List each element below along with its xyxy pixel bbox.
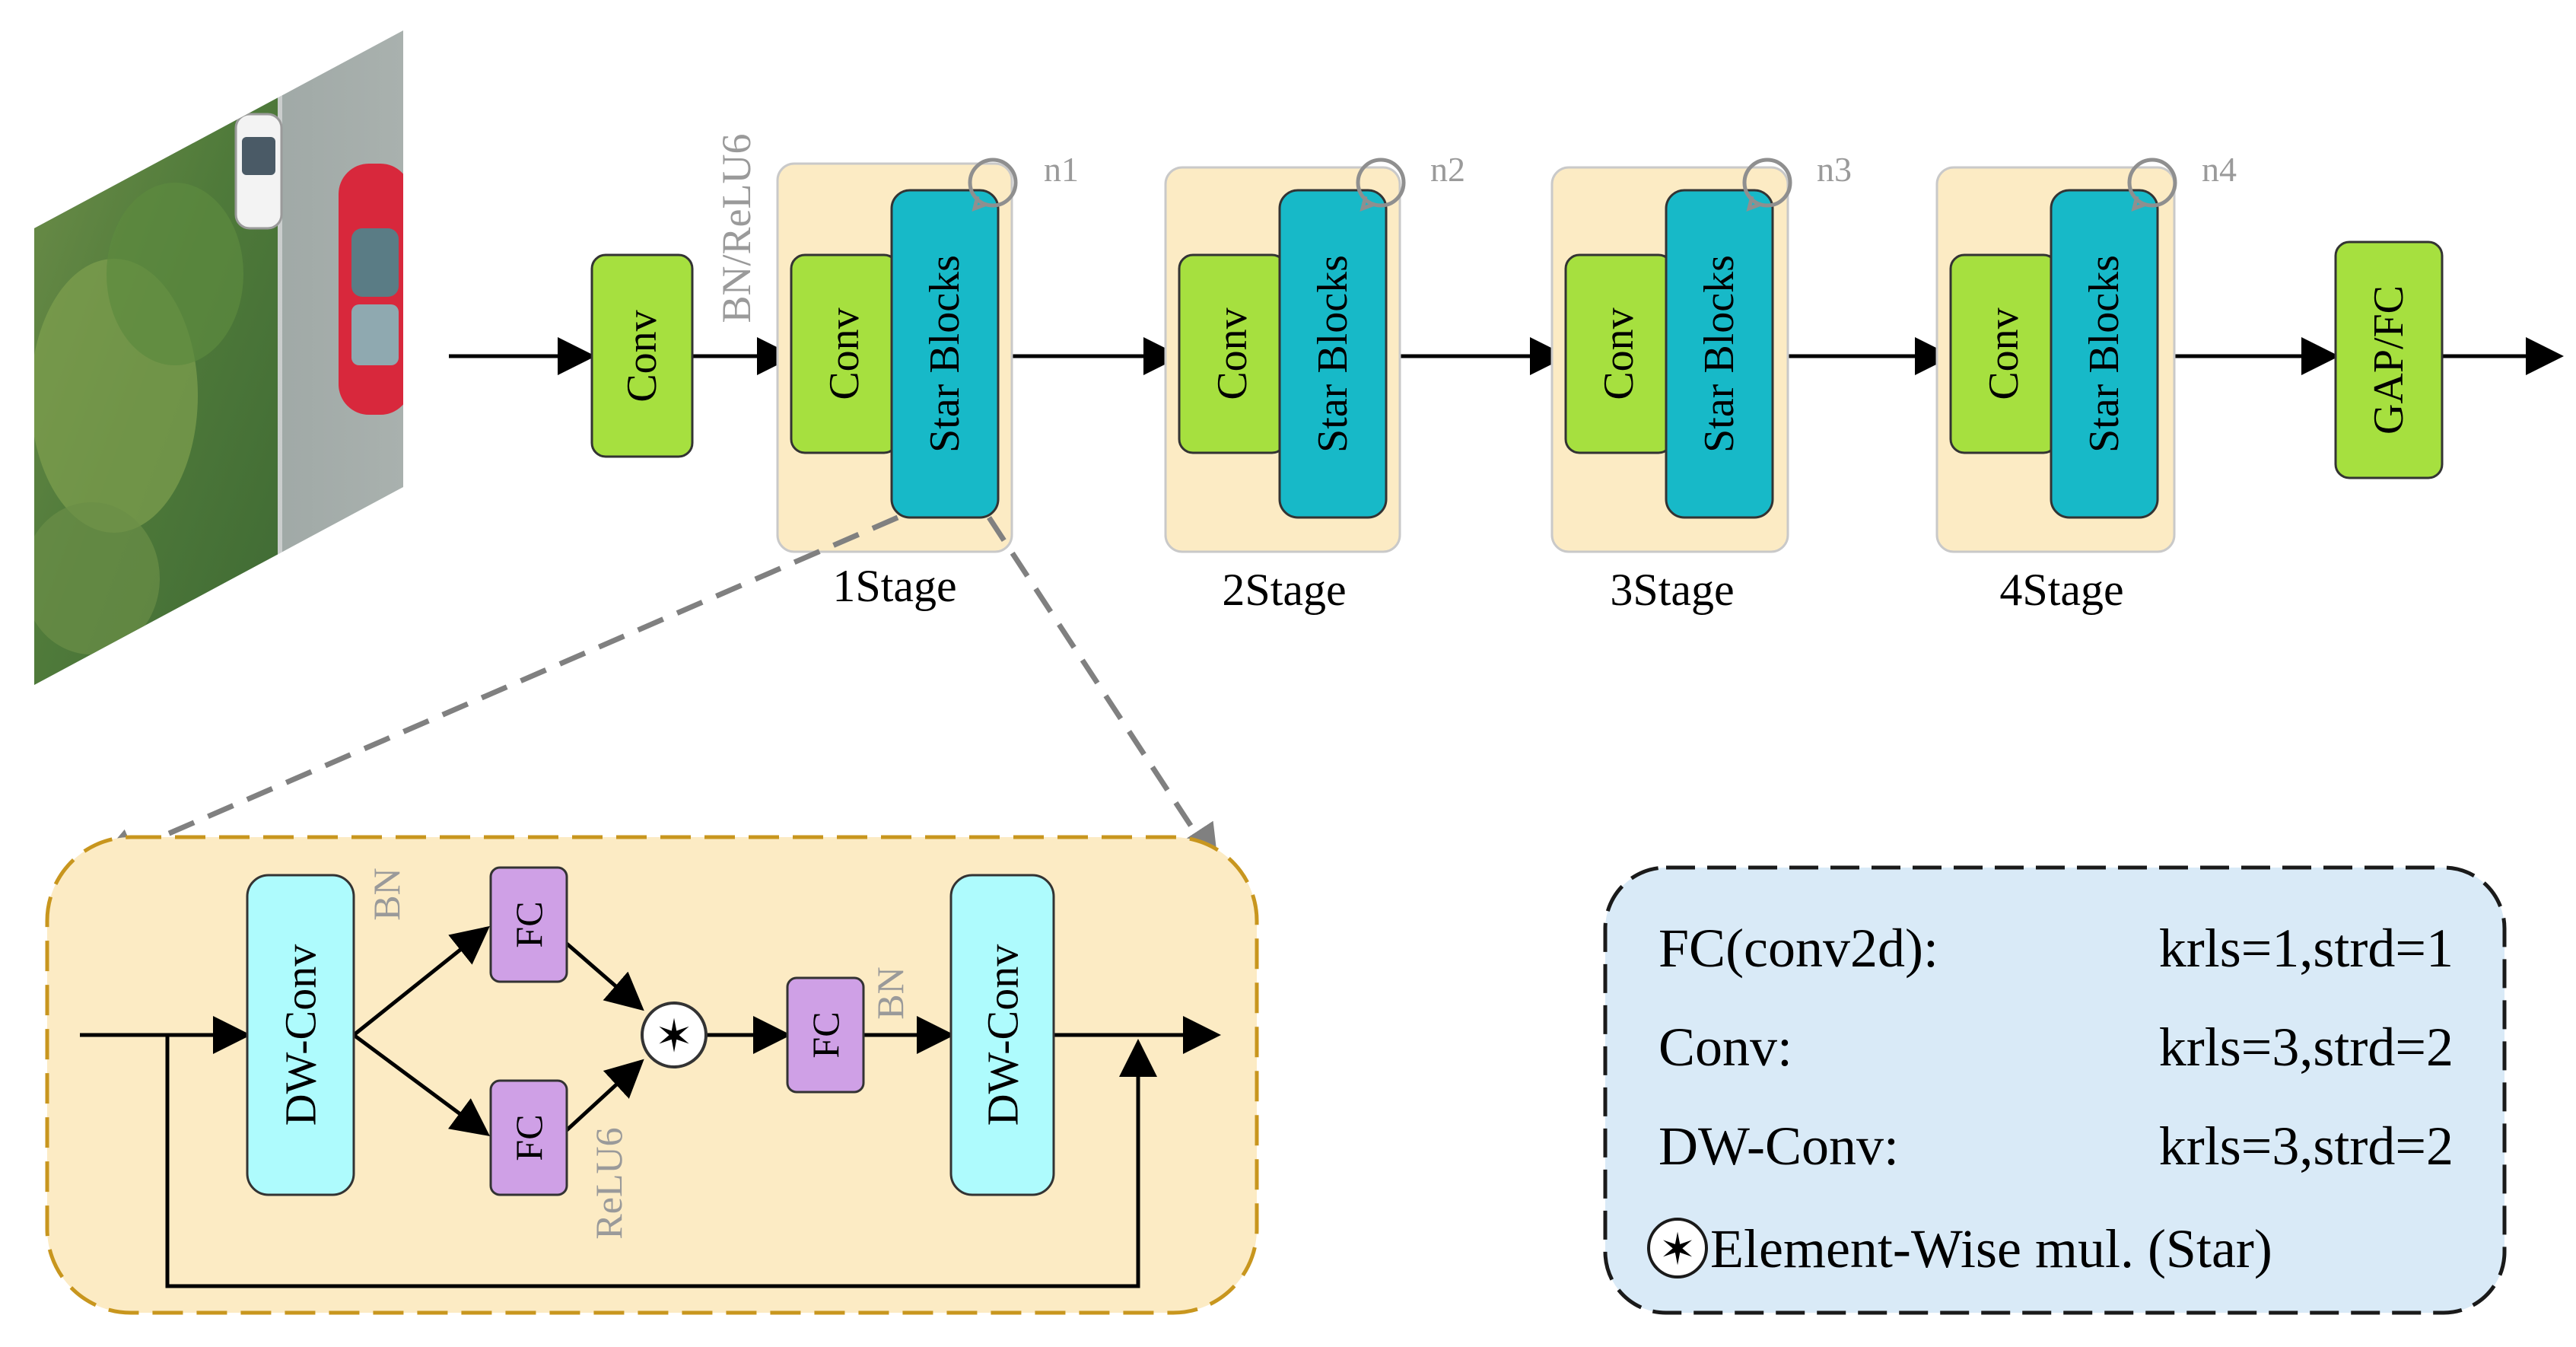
stem-conv-block: Conv	[590, 253, 694, 458]
legend-star-text: Element-Wise mul. (Star)	[1710, 1218, 2272, 1279]
legend-box: FC(conv2d): krls=1,strd=1 Conv: krls=3,s…	[1603, 865, 2507, 1315]
stem-conv-label: Conv	[619, 310, 666, 402]
zoom-dashed-arrows	[94, 514, 1219, 869]
stage-2: Conv Star Blocks n2 2Stage	[1164, 150, 1465, 615]
stage-3-conv-label: Conv	[1595, 307, 1643, 400]
stage-1-conv-label: Conv	[821, 307, 868, 400]
legend-star-icon: ✶	[1659, 1225, 1697, 1275]
legend-row-2-right: krls=3,strd=2	[2159, 1017, 2454, 1078]
stage-3-n-label: n3	[1817, 150, 1852, 189]
stage-2-conv-label: Conv	[1209, 307, 1256, 400]
legend-row-3-right: krls=3,strd=2	[2159, 1116, 2454, 1177]
star-block-detail: DW-Conv BN FC FC ReLU6 ✶ FC BN DW-Conv	[45, 835, 1259, 1315]
head-gap-fc-label: GAP/FC	[2365, 285, 2412, 435]
stage-2-label: 2Stage	[1222, 565, 1346, 615]
stage-4-label: 4Stage	[1999, 565, 2123, 615]
stage-1-star-label: Star Blocks	[921, 255, 968, 453]
detail-fc-top-label: FC	[507, 901, 550, 947]
stem-bn-relu-label: BN/ReLU6	[714, 134, 759, 323]
stage-1: Conv Star Blocks n1 1Stage	[776, 150, 1079, 611]
stage-1-n-label: n1	[1044, 150, 1079, 189]
stage-3-star-label: Star Blocks	[1696, 255, 1743, 453]
legend-row-2-left: Conv:	[1658, 1017, 1792, 1078]
legend-row-3-left: DW-Conv:	[1658, 1116, 1899, 1177]
legend-row-1-right: krls=1,strd=1	[2159, 918, 2454, 979]
detail-fc-mid-label: FC	[804, 1011, 847, 1058]
stage-3-label: 3Stage	[1610, 565, 1734, 615]
input-aerial-image	[34, 30, 403, 685]
detail-dwconv1-label: DW-Conv	[276, 944, 326, 1126]
stage-4-n-label: n4	[2202, 150, 2237, 189]
stage-4-conv-label: Conv	[1980, 307, 2027, 400]
head-gap-fc-block: GAP/FC	[2334, 240, 2444, 479]
detail-bn1-label: BN	[365, 868, 408, 920]
detail-star-op-icon: ✶	[655, 1011, 693, 1062]
detail-dwconv2-label: DW-Conv	[978, 944, 1028, 1126]
stage-1-label: 1Stage	[832, 561, 956, 611]
stage-2-n-label: n2	[1430, 150, 1465, 189]
stage-3: Conv Star Blocks n3 3Stage	[1550, 150, 1852, 615]
detail-relu6-label: ReLU6	[587, 1127, 630, 1239]
stage-4-star-label: Star Blocks	[2081, 255, 2128, 453]
detail-bn2-label: BN	[869, 966, 911, 1019]
detail-fc-bottom-label: FC	[507, 1114, 550, 1161]
legend-row-1-left: FC(conv2d):	[1658, 918, 1938, 979]
stage-4: Conv Star Blocks n4 4Stage	[1935, 150, 2237, 615]
stage-2-star-label: Star Blocks	[1309, 255, 1356, 453]
